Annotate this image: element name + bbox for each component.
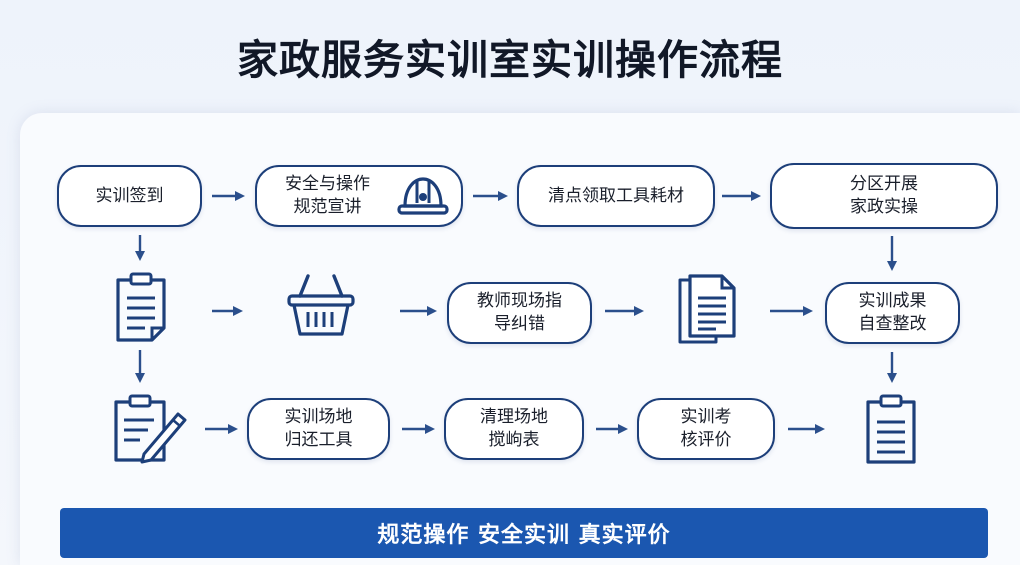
step-sign-in: 实训签到 [57, 165, 202, 227]
clipboard-icon [116, 272, 166, 342]
step-cleanup: 清理场地 搅岣表 [444, 398, 584, 460]
page-title: 家政服务实训室实训操作流程 [237, 36, 783, 84]
step-return-tools-label: 实训场地 归还工具 [284, 407, 353, 450]
step-cleanup-label: 清理场地 搅岣表 [480, 407, 548, 450]
step-safety: 安全与操作 规范宣讲 [255, 165, 463, 227]
document-list-icon [678, 274, 736, 344]
step-sign-in-label: 实训签到 [95, 185, 164, 206]
step-assessment: 实训考 核评价 [637, 398, 775, 460]
step-self-check-label: 实训成果 自查整改 [858, 291, 927, 334]
step-self-check: 实训成果 自查整改 [825, 282, 960, 344]
step-assessment-label: 实训考 核评价 [680, 407, 732, 450]
step-guidance-label: 教师现场指 导纠错 [477, 291, 562, 334]
hardhat-icon [397, 177, 449, 215]
step-inventory: 清点领取工具耗材 [517, 165, 715, 227]
step-inventory-label: 清点领取工具耗材 [548, 185, 684, 206]
step-return-tools: 实训场地 归还工具 [247, 398, 390, 460]
slogan-banner: 规范操作 安全实训 真实评价 [60, 508, 988, 558]
step-guidance: 教师现场指 导纠错 [447, 282, 592, 344]
step-safety-label: 安全与操作 规范宣讲 [285, 174, 370, 217]
step-zones-label: 分区开展 家政实操 [850, 174, 918, 217]
step-zones: 分区开展 家政实操 [770, 163, 998, 229]
clipboard-icon [866, 394, 916, 464]
basket-icon [287, 274, 355, 336]
clipboard-pen-icon [114, 394, 187, 464]
